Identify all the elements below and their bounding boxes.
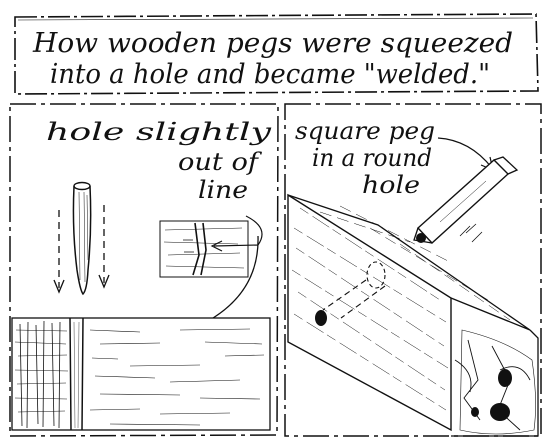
left-caption-line-1: hole slightly xyxy=(46,118,272,146)
right-caption-line-2: in a round xyxy=(312,144,432,172)
right-panel: square peg in a round hole xyxy=(284,103,542,437)
beam-cross-section xyxy=(11,317,271,431)
wooden-peg xyxy=(72,181,92,296)
right-caption-line-1: square peg xyxy=(295,117,435,145)
peg-pointer-arrow xyxy=(437,137,494,172)
left-caption-line-3: line xyxy=(198,176,248,204)
round-hole xyxy=(315,261,386,326)
title-line-2: into a hole and became "welded." xyxy=(50,59,490,90)
title-line-1: How wooden pegs were squeezed xyxy=(32,28,513,59)
hole-detail-inset xyxy=(159,220,249,278)
timber-beam xyxy=(287,193,539,437)
left-caption-line-2: out of xyxy=(178,148,263,176)
square-peg xyxy=(413,156,519,244)
insertion-arrows xyxy=(53,205,110,294)
title-banner: How wooden pegs were squeezed into a hol… xyxy=(14,13,539,95)
right-caption-line-3: hole xyxy=(362,171,420,199)
left-panel: hole slightly out of line xyxy=(9,103,279,437)
